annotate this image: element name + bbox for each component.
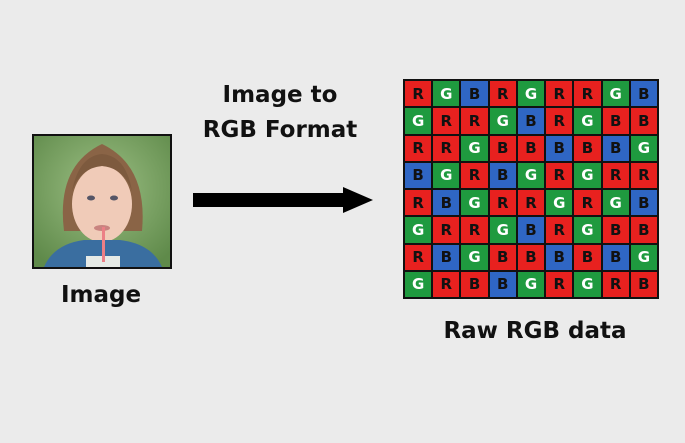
rgb-cell: B — [574, 244, 601, 270]
rgb-cell: R — [405, 81, 432, 107]
rgb-cell: G — [461, 244, 488, 270]
rgb-cell: G — [433, 162, 460, 188]
rgb-cell: R — [489, 81, 516, 107]
rgb-cell: G — [574, 108, 601, 134]
rgb-cell: B — [433, 190, 460, 216]
image-label: Image — [60, 282, 142, 308]
rgb-cell: R — [433, 271, 460, 297]
rgb-cell: R — [574, 81, 601, 107]
rgb-cell: B — [517, 244, 545, 270]
rgb-cell: B — [630, 190, 657, 216]
rgb-cell: B — [489, 271, 516, 297]
rgb-cell: B — [517, 135, 545, 161]
rgb-cell: G — [574, 162, 601, 188]
rgb-cell: R — [461, 162, 488, 188]
rgb-cell: R — [489, 190, 516, 216]
rgb-cell: G — [574, 271, 601, 297]
rgb-cell: G — [602, 81, 629, 107]
rgb-cell: B — [602, 135, 629, 161]
rgb-cell: R — [433, 135, 460, 161]
rgb-cell: G — [489, 108, 516, 134]
rgb-cell: R — [546, 81, 573, 107]
rgb-cell: G — [517, 271, 545, 297]
rgb-cell: G — [461, 135, 488, 161]
rgb-cell: R — [461, 217, 488, 243]
rgb-cell: R — [405, 244, 432, 270]
rgb-cell: B — [602, 108, 629, 134]
rgb-cell: B — [574, 135, 601, 161]
rgb-cell: R — [517, 190, 545, 216]
rgb-cell: R — [461, 108, 488, 134]
rgb-cell: G — [574, 217, 601, 243]
right-arrow-icon — [193, 187, 373, 213]
rgb-cell: G — [489, 217, 516, 243]
rgb-cell: B — [517, 217, 545, 243]
title-line-1: Image to — [222, 82, 338, 108]
rgb-cell: R — [433, 217, 460, 243]
conversion-title: Image to RGB Format — [190, 78, 370, 148]
rgb-cell: B — [546, 244, 573, 270]
rgb-cell: R — [546, 162, 573, 188]
rgb-cell: B — [630, 217, 657, 243]
rgb-cell: B — [461, 271, 488, 297]
rgb-cell: B — [602, 217, 629, 243]
rgb-cell: B — [489, 162, 516, 188]
rgb-cell: B — [405, 162, 432, 188]
rgb-cell: R — [546, 108, 573, 134]
rgb-cell: R — [630, 162, 657, 188]
rgb-cell: B — [517, 108, 545, 134]
rgb-cell: G — [405, 271, 432, 297]
rgb-cell: B — [461, 81, 488, 107]
rgb-cell: R — [546, 217, 573, 243]
rgb-cell: G — [630, 135, 657, 161]
rgb-cell: G — [517, 81, 545, 107]
rgb-cell: G — [405, 217, 432, 243]
rgb-cell: G — [517, 162, 545, 188]
rgb-cell: B — [630, 81, 657, 107]
rgb-cell: R — [602, 162, 629, 188]
rgb-cell: R — [433, 108, 460, 134]
raw-rgb-data-label: Raw RGB data — [443, 318, 627, 344]
rgb-cell: B — [630, 271, 657, 297]
rgb-cell: B — [546, 135, 573, 161]
rgb-cell: R — [602, 271, 629, 297]
child-portrait-image — [32, 134, 172, 269]
rgb-cell: R — [405, 135, 432, 161]
rgb-cell: B — [602, 244, 629, 270]
rgb-cell: B — [489, 244, 516, 270]
rgb-cell: B — [433, 244, 460, 270]
rgb-cell: G — [461, 190, 488, 216]
rgb-cell: G — [433, 81, 460, 107]
rgb-cell: R — [574, 190, 601, 216]
rgb-cell: B — [630, 108, 657, 134]
rgb-cell: G — [630, 244, 657, 270]
rgb-cell: R — [546, 271, 573, 297]
rgb-cell: R — [405, 190, 432, 216]
title-line-2: RGB Format — [202, 117, 358, 143]
rgb-cell: G — [546, 190, 573, 216]
rgb-cell: G — [405, 108, 432, 134]
rgb-cell: G — [602, 190, 629, 216]
rgb-cell: B — [489, 135, 516, 161]
